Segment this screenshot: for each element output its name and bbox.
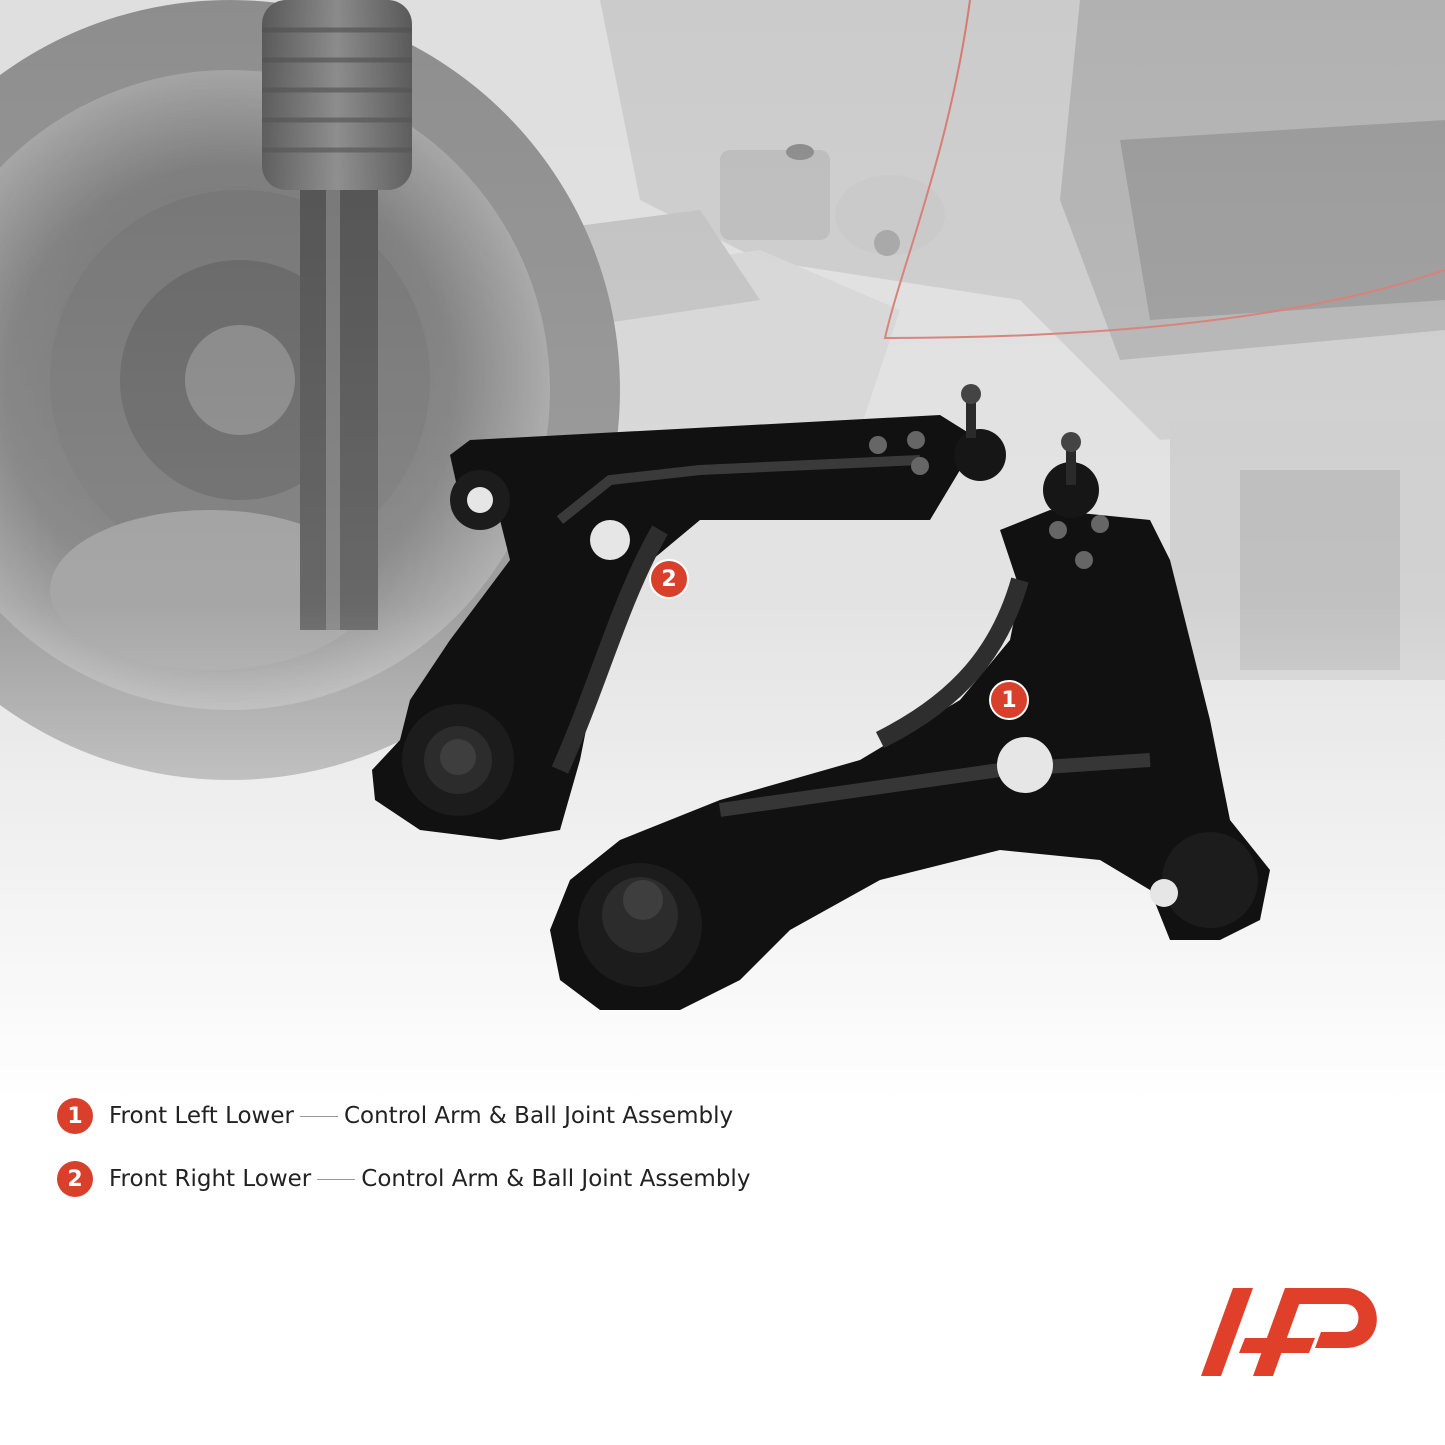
legend-description: Control Arm & Ball Joint Assembly xyxy=(343,1103,734,1129)
control-arm-front-right xyxy=(372,384,1006,840)
legend-item: 1 Front Left Lower Control Arm & Ball Jo… xyxy=(57,1096,733,1136)
callout-right-arm: 2 xyxy=(649,559,689,599)
legend-number: 2 xyxy=(57,1161,93,1197)
legend-side: Front Left Lower xyxy=(109,1103,294,1129)
legend-number: 1 xyxy=(57,1098,93,1134)
legend-item: 2 Front Right Lower Control Arm & Ball J… xyxy=(57,1159,750,1199)
callout-left-arm: 1 xyxy=(989,680,1029,720)
legend-side: Front Right Lower xyxy=(109,1166,312,1192)
legend-divider xyxy=(299,1115,338,1117)
legend-divider xyxy=(317,1178,356,1180)
control-arm-front-left xyxy=(550,432,1270,1010)
brand-logo-icon xyxy=(1201,1288,1377,1376)
background-photo xyxy=(0,0,1445,1100)
legend-description: Control Arm & Ball Joint Assembly xyxy=(361,1166,751,1192)
